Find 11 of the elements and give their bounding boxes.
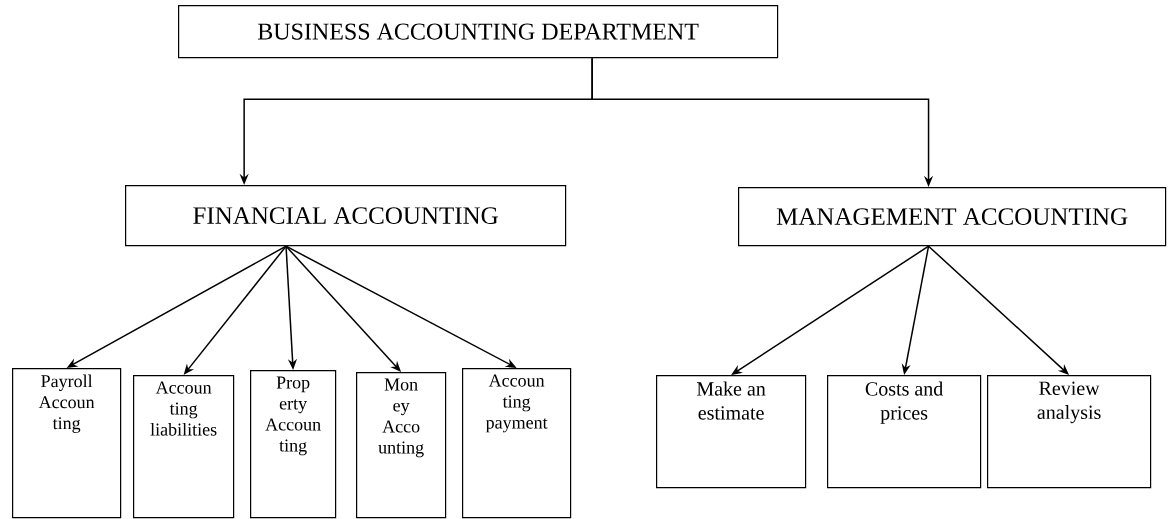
- item-box: Mon ey Acco unting: [356, 372, 447, 519]
- item-box: Prop erty Accoun ting: [250, 370, 337, 519]
- item-box: Review analysis: [987, 375, 1152, 489]
- branch-box: FINANCIAL ACCOUNTING: [125, 185, 567, 247]
- item-box: Accoun ting liabilities: [133, 375, 235, 519]
- item-box: Payroll Accoun ting: [12, 368, 122, 519]
- item-box: Make an estimate: [656, 375, 807, 489]
- item-box: Accoun ting payment: [462, 368, 572, 519]
- item-box: Costs and prices: [827, 375, 982, 489]
- branch-box: MANAGEMENT ACCOUNTING: [738, 187, 1167, 247]
- department-box: BUSINESS ACCOUNTING DEPARTMENT: [178, 5, 779, 59]
